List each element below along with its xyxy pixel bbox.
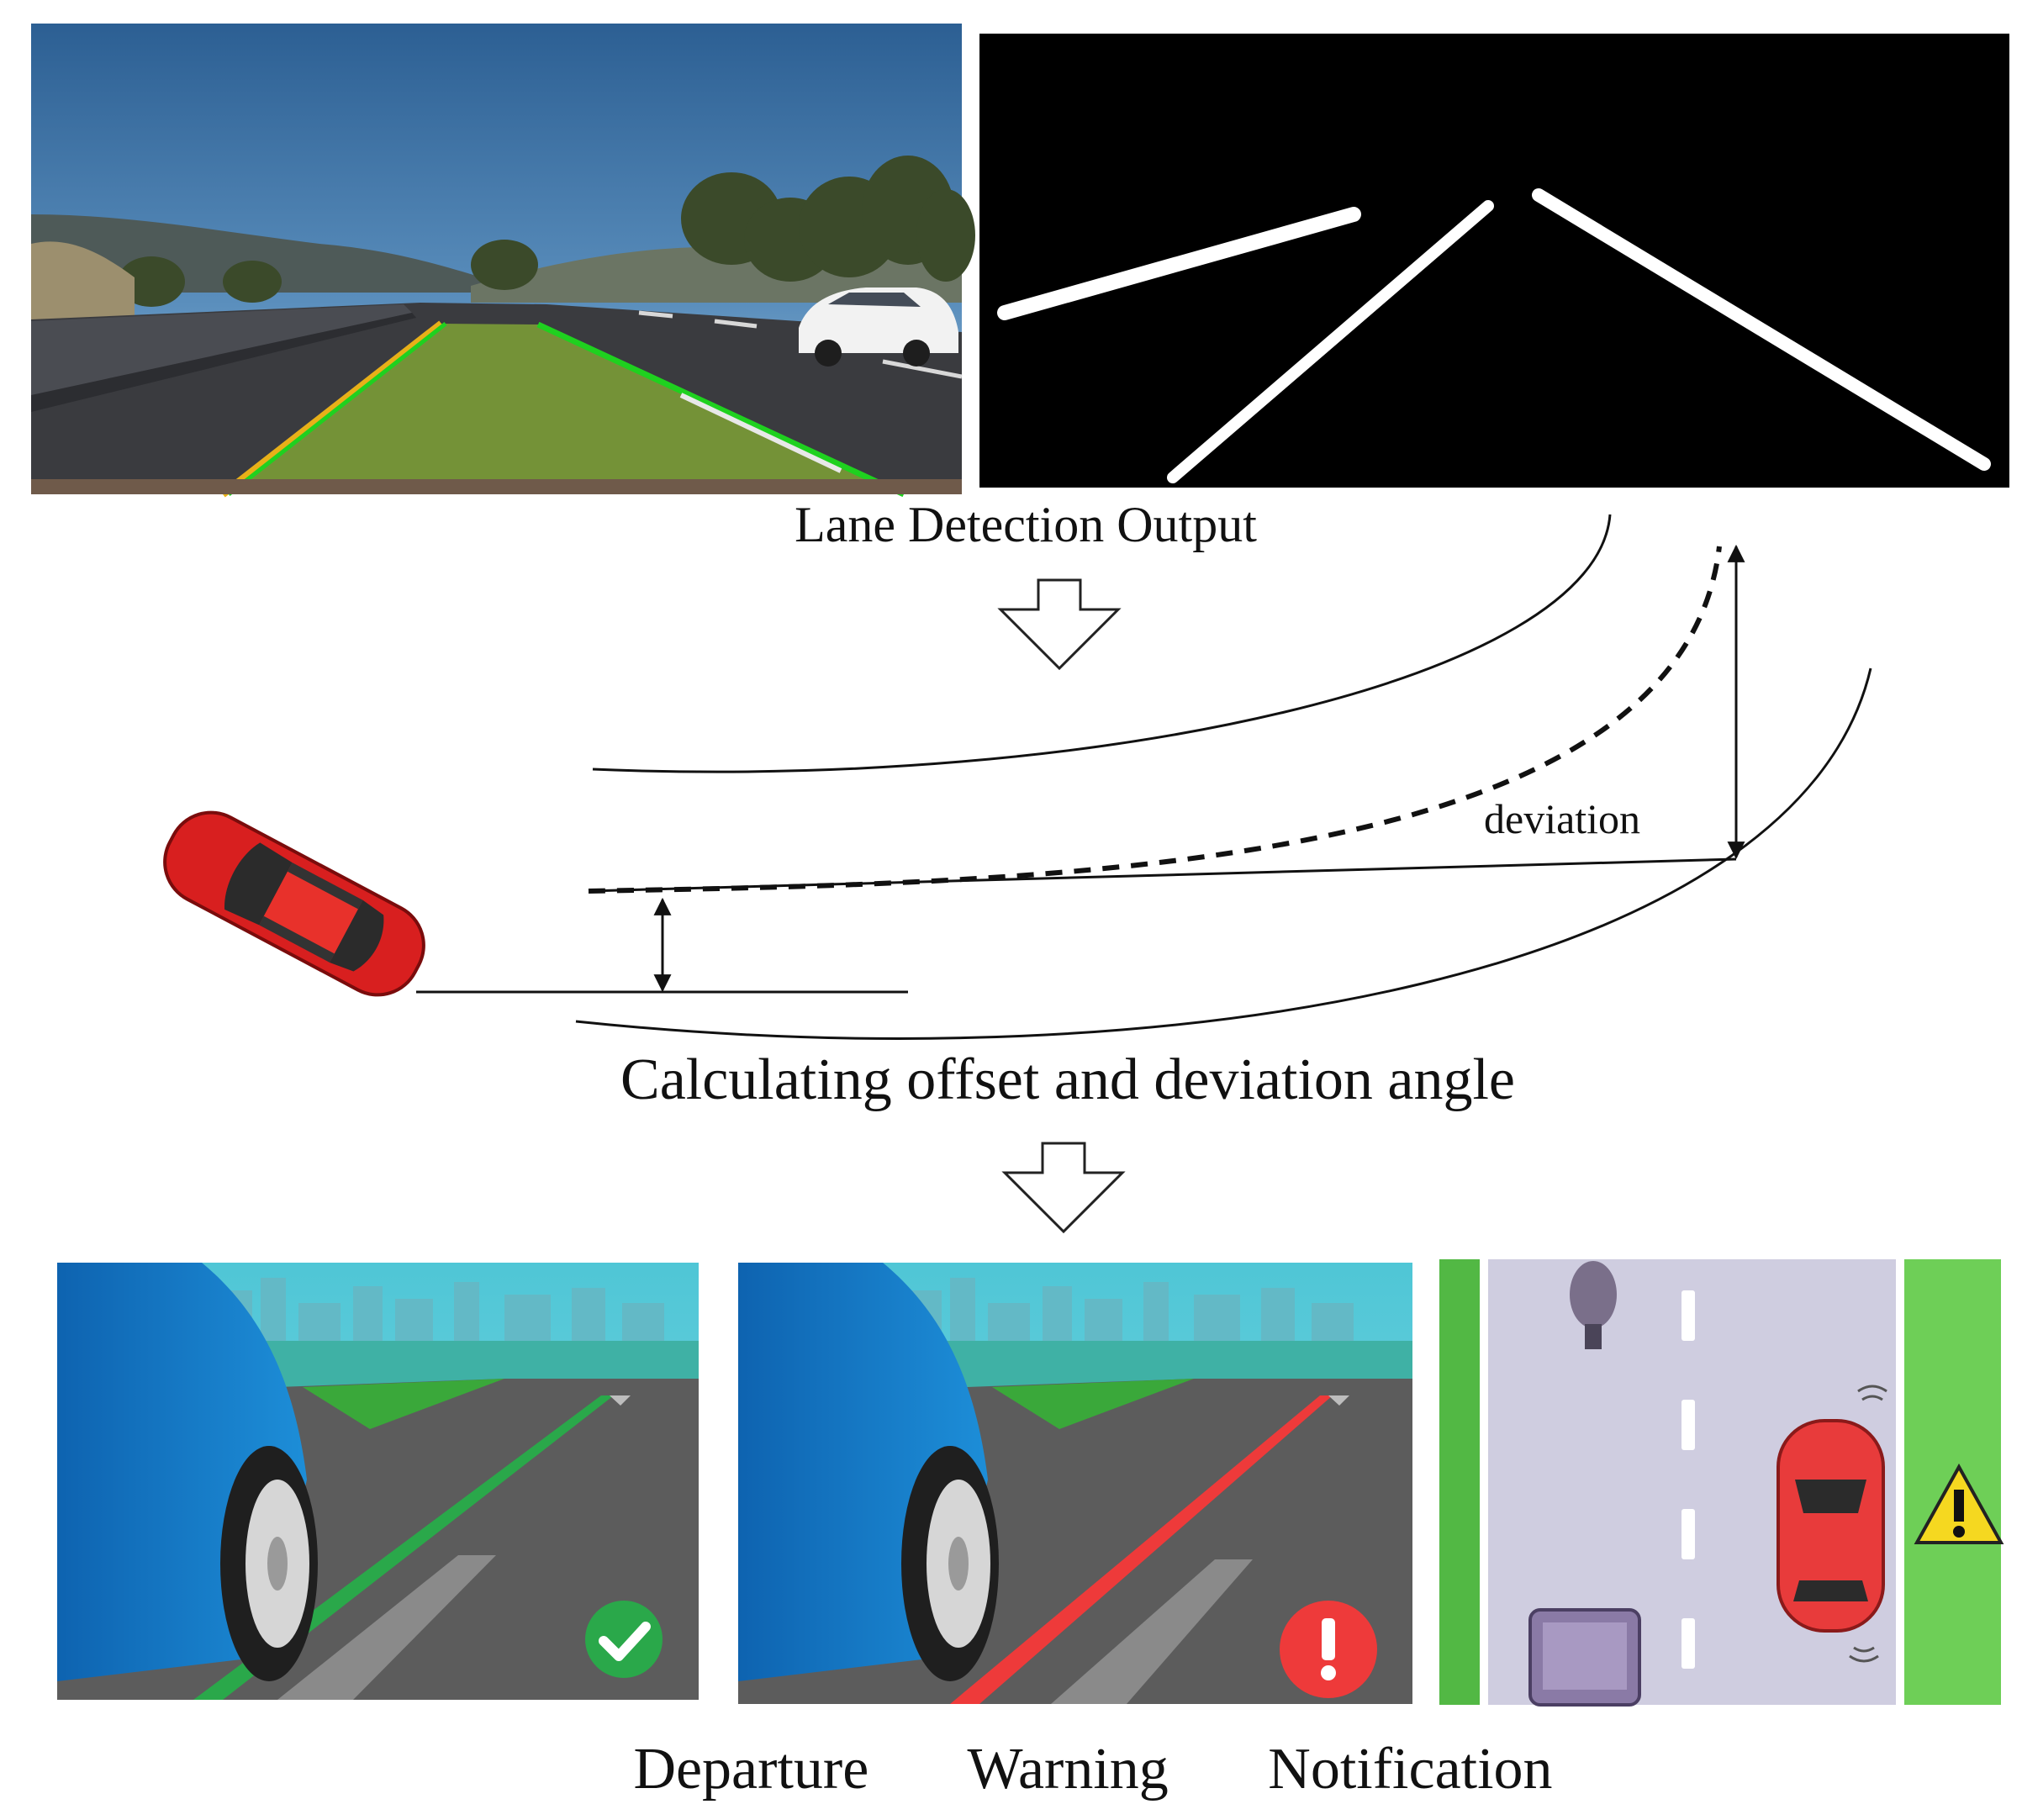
deviation-label: deviation (1484, 795, 1641, 842)
departing-panel (738, 1263, 1412, 1704)
in-lane-panel (57, 1263, 699, 1700)
sensor-waves (1849, 1385, 1887, 1663)
mask-lane-center (1167, 200, 1494, 483)
upper-lane-boundary (592, 514, 1612, 773)
left-lane-line (220, 320, 444, 498)
right-lane-line (536, 321, 905, 498)
camera-view-panel (31, 24, 975, 498)
departing-red-car (1777, 1419, 1885, 1633)
lane-detection-caption: Lane Detection Output (795, 497, 1257, 552)
down-arrow-2 (1001, 1142, 1126, 1234)
trees (118, 156, 975, 307)
offset-deviation-diagram (416, 514, 1872, 1040)
notification-caption: Departure Warning Notification (633, 1737, 1553, 1802)
lower-lane-boundary (575, 667, 1872, 1040)
white-car (799, 288, 958, 367)
red-lane-line (950, 1395, 1333, 1704)
vehicle-heading-line (588, 857, 1737, 893)
city-skyline (219, 1278, 664, 1341)
binary-mask-panel (979, 34, 2009, 488)
red-car-topview (163, 810, 425, 997)
check-icon (599, 1622, 651, 1661)
lane-centerline (588, 546, 1722, 894)
down-arrow-1 (997, 578, 1122, 671)
mask-lane-left (997, 207, 1361, 320)
mask-lane-right (1532, 188, 1991, 471)
check-badge (585, 1601, 663, 1678)
motorcycle (1570, 1261, 1617, 1349)
center-dashes (1681, 1290, 1695, 1669)
truck (1528, 1608, 1641, 1707)
top-view-panel (1439, 1259, 2004, 1707)
exclamation-icon (1321, 1618, 1336, 1680)
calculation-caption: Calculating offset and deviation angle (620, 1047, 1515, 1112)
